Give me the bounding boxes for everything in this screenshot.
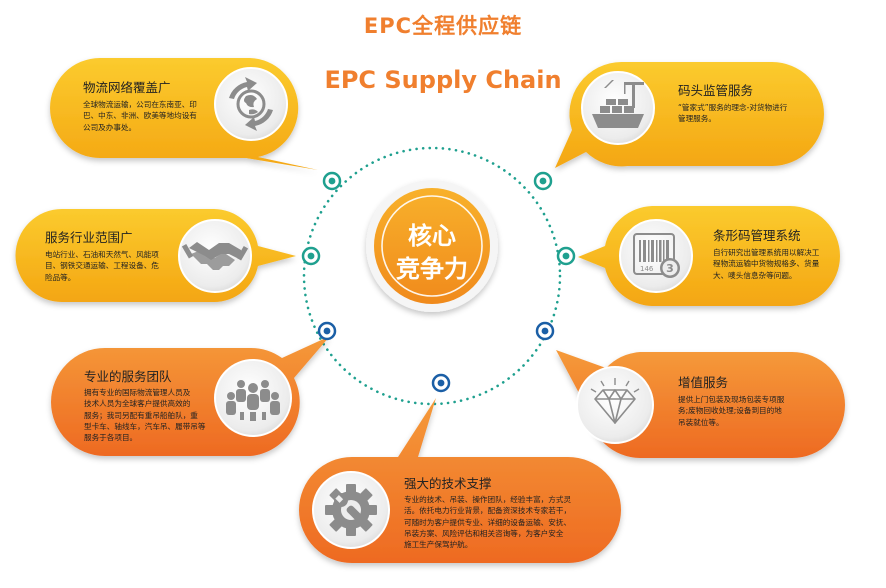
desc-line: 活。依托电力行业背景，配备资深技术专家若干， — [404, 506, 572, 516]
dotted-ring — [302, 146, 562, 406]
desc-line: 自行研究出管理系统用以解决工 — [713, 248, 820, 257]
ring-connector-dots — [301, 171, 576, 393]
ring-dot — [431, 373, 451, 393]
card-desc: 电站行业、石油和天然气、风能项 目、钢铁交通运输、工程设备、危 险品等。 — [45, 249, 175, 283]
ring-dot — [556, 246, 576, 266]
desc-line: 专业的技术、吊装、操作团队，经验丰富，方式灵 — [404, 495, 572, 504]
desc-line: 施工生产保驾护航。 — [404, 540, 473, 550]
card-title: 条形码管理系统 — [713, 228, 801, 243]
card-desc: 自行研究出管理系统用以解决工 程物流运输中货物规格多、货量 大、唛头信息杂等问题… — [713, 247, 843, 281]
desc-line: 可随时为客户提供专业、详细的设备运输、安抚、 — [404, 517, 572, 527]
card-desc: 拥有专业的国际物流管理人员及 技术人员为全球客户提供高效的 服务；我司另配有重吊… — [84, 387, 216, 443]
core-label-line2: 竞争力 — [396, 255, 468, 283]
desc-line: 拥有专业的国际物流管理人员及 — [84, 388, 191, 397]
barcode-icon: 146 3 — [633, 233, 680, 278]
diamond-icon — [590, 378, 640, 424]
card-desc: 专业的技术、吊装、操作团队，经验丰富，方式灵 活。依托电力行业背景，配备资深技术… — [404, 494, 604, 550]
desc-line: 目、钢铁交通运输、工程设备、危 — [45, 261, 159, 271]
desc-line: 技术人员为全球客户提供高效的 — [84, 399, 191, 409]
card-title: 服务行业范围广 — [45, 230, 133, 245]
team-people-icon — [226, 380, 280, 421]
icon-circles — [178, 67, 693, 549]
card-desc: “管家式”服务的理念-对货物进行 管理服务。 — [678, 102, 808, 125]
desc-line: 管理服务。 — [678, 114, 716, 124]
ring-dot — [317, 321, 337, 341]
core-label: 核心 竞争力 — [374, 220, 490, 286]
diagram-title-cn: EPC全程供应链 — [363, 14, 523, 38]
card-title: 物流网络覆盖广 — [83, 80, 171, 95]
diagram-title-en: EPC Supply Chain — [324, 66, 562, 94]
ship-crane-icon — [592, 80, 644, 128]
desc-line: 型卡车、轴线车，汽车吊、履带吊等 — [84, 421, 206, 431]
card-title: 码头监管服务 — [678, 83, 754, 98]
ring-dot — [533, 171, 553, 191]
desc-line: “管家式”服务的理念-对货物进行 — [678, 103, 788, 112]
desc-line: 吊装就位等。 — [678, 417, 724, 427]
card-desc: 全球物流运输，公司在东南亚、印 巴、中东、非洲、欧美等地均设有 公司及办事处。 — [83, 99, 213, 133]
card-title: 强大的技术支撑 — [404, 476, 492, 491]
desc-line: 务;废物回收处理;设备到目的地 — [678, 406, 782, 416]
card-desc: 提供上门包装及现场包装专项服 务;废物回收处理;设备到目的地 吊装就位等。 — [678, 394, 808, 428]
card-title: 专业的服务团队 — [84, 369, 172, 384]
desc-line: 程物流运输中货物规格多、货量 — [713, 259, 820, 269]
desc-line: 公司及办事处。 — [83, 122, 137, 132]
desc-line: 电站行业、石油和天然气、风能项 — [45, 250, 159, 259]
core-circle — [366, 180, 498, 312]
core-label-line1: 核心 — [408, 222, 456, 250]
desc-line: 险品等。 — [45, 272, 76, 282]
gear-wrench-icon — [325, 484, 377, 536]
barcode-number: 146 — [640, 265, 654, 273]
desc-line: 大、唛头信息杂等问题。 — [713, 270, 797, 280]
desc-line: 提供上门包装及现场包装专项服 — [678, 395, 785, 404]
handshake-icon — [181, 242, 249, 270]
desc-line: 全球物流运输，公司在东南亚、印 — [83, 100, 197, 109]
ring-dot — [301, 246, 321, 266]
desc-line: 巴、中东、非洲、欧美等地均设有 — [83, 111, 197, 121]
desc-line: 吊装方案、风险评估和相关咨询等，为客户安全 — [404, 528, 564, 538]
ring-dot — [322, 171, 342, 191]
desc-line: 服务；我司另配有重吊船舶队，重 — [84, 410, 198, 420]
barcode-badge-number: 3 — [666, 262, 674, 275]
card-title: 增值服务 — [678, 375, 729, 390]
globe-recycle-icon — [229, 77, 273, 131]
ring-dot — [535, 321, 555, 341]
desc-line: 服务于各项目。 — [84, 433, 138, 443]
